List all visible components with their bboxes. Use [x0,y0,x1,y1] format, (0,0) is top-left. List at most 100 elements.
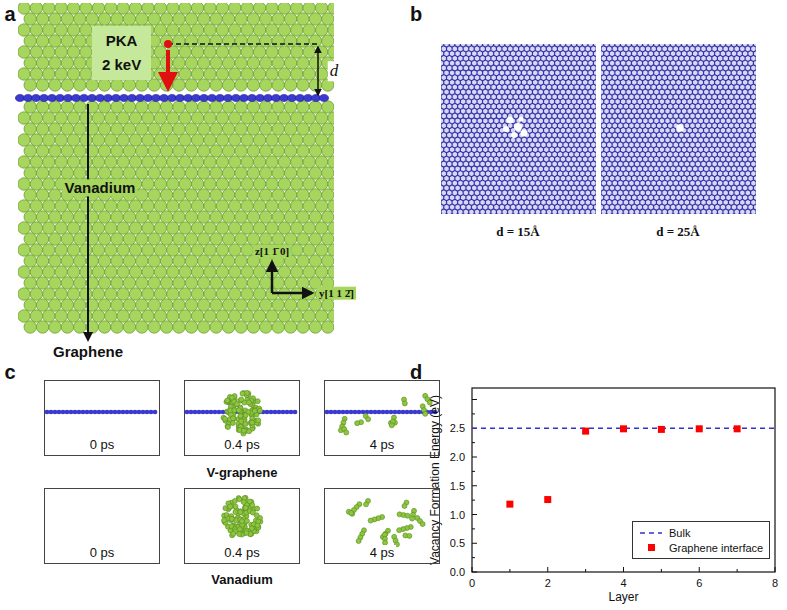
vanadium-atom [222,57,234,69]
vanadium-atom [55,68,67,80]
vanadium-atom [136,101,148,113]
pka-marker [164,40,318,95]
vanadium-atom [229,266,241,278]
vanadium-atom [30,112,42,124]
vanadium-atom [167,288,179,300]
vanadium-atom [210,145,222,157]
vanadium-atom [225,398,230,403]
vanadium-atom [105,288,117,300]
vanadium-atom [260,145,272,157]
leader-line [87,104,89,340]
vanadium-atom [241,428,246,433]
vanadium-atom [242,506,247,511]
vanadium-atom [198,145,210,157]
legend-row: Graphene interface [639,540,763,555]
vanadium-atom [173,255,185,267]
vanadium-atom [253,288,265,300]
vanadium-atom [191,178,203,190]
vanadium-atom [322,255,334,267]
vanadium-atom [216,46,228,58]
axis-direction-label: y[1 1 2̄] [317,287,356,300]
vanadium-atom [266,3,278,14]
vanadium-atom [328,244,334,256]
vanadium-atom [237,532,242,537]
vanadium-atom [98,167,110,179]
vanadium-atom [291,266,303,278]
vanadium-atom [405,513,410,518]
vanadium-atom [160,255,172,267]
vanadium-atom [67,310,79,322]
tick-mark [472,413,475,414]
vanadium-atom [297,79,309,91]
vanadium-atom [43,156,55,168]
vanadium-atom [136,299,148,311]
vanadium-atom [49,13,61,25]
vanadium-atom [185,35,197,47]
vanadium-atom [235,79,247,91]
vanadium-atom [291,3,303,14]
vanadium-atom [117,310,129,322]
vanadium-atom [235,277,247,289]
vanadium-atom [204,46,216,58]
vanadium-atom [278,310,290,322]
tick-mark [472,567,473,572]
vanadium-atom [55,244,67,256]
vanadium-atom [303,244,315,256]
vanadium-atom [284,277,296,289]
vanadium-atom [315,310,327,322]
vanadium-atom [117,244,129,256]
legend-text: Graphene interface [669,542,763,554]
vanadium-atom [80,266,92,278]
vanadium-atom [328,156,334,168]
vanadium-atom [229,395,234,400]
vanadium-atom [229,178,241,190]
vanadium-atom [49,35,61,47]
vanadium-atom [247,57,259,69]
vanadium-atom [142,244,154,256]
vanadium-atom [210,79,222,91]
vanadium-atom [229,68,241,80]
vanadium-atom [154,178,166,190]
vanadium-atom [235,255,247,267]
vanadium-atom [191,222,203,234]
vanadium-atom [105,244,117,256]
vanadium-atom [179,200,191,212]
tick-mark [472,442,475,443]
graphene-hole [503,126,509,132]
vanadium-atom [142,222,154,234]
tick-label: 4 [618,577,628,590]
vanadium-atom [105,156,117,168]
vanadium-atom [328,200,334,212]
vanadium-atom [136,123,148,135]
vanadium-atom [179,178,191,190]
vanadium-atom [216,222,228,234]
vanadium-atom [24,211,36,223]
vanadium-atom [260,189,272,201]
vanadium-atom [284,123,296,135]
vanadium-atom [315,244,327,256]
vanadium-atom [24,277,36,289]
vanadium-atom [74,321,86,333]
vanadium-atom [167,266,179,278]
vanadium-atom [43,288,55,300]
vanadium-atom [222,145,234,157]
vanadium-atom [179,244,191,256]
vanadium-atom [61,123,73,135]
graphene-layer [15,94,328,101]
vanadium-atom [241,156,253,168]
vanadium-atom [366,417,371,422]
tick-label: 1.5 [448,479,467,492]
dimension-guide [168,43,318,45]
vanadium-atom [55,200,67,212]
vanadium-atom [148,123,160,135]
vanadium-atom [105,222,117,234]
vanadium-atom [309,79,321,91]
graphene-hole [676,124,684,132]
vanadium-atom [167,178,179,190]
vanadium-atom [160,299,172,311]
vanadium-atom [123,145,135,157]
vanadium-atom [117,200,129,212]
vanadium-atom [291,112,303,124]
vanadium-atom [49,321,61,333]
vanadium-atom [123,101,135,113]
